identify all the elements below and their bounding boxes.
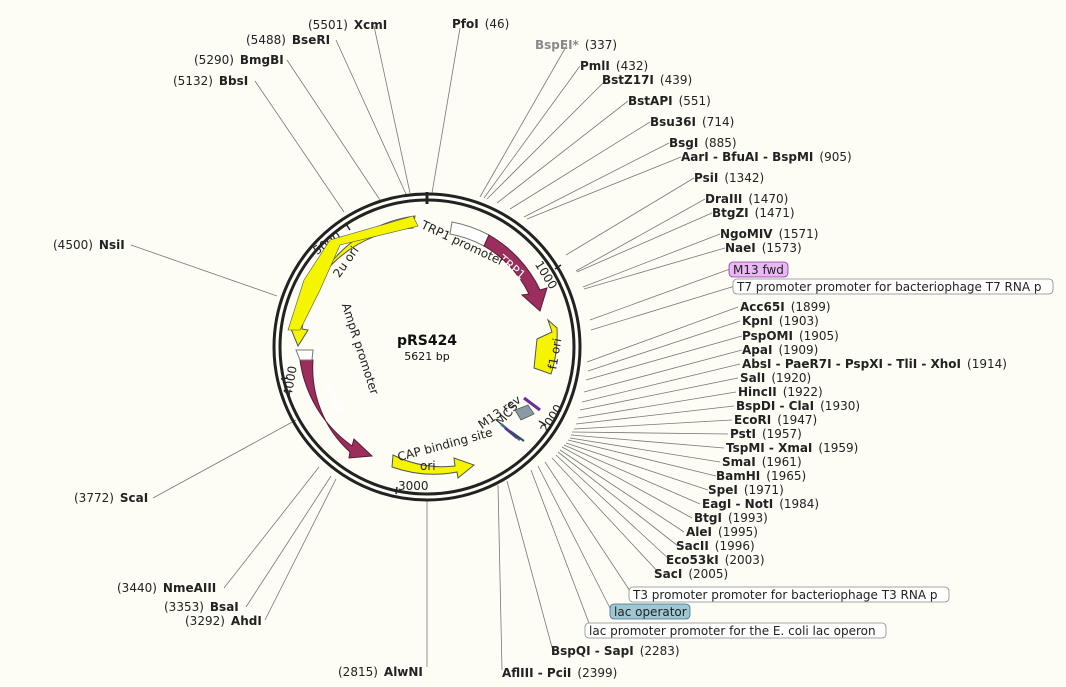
site-bseri[interactable]: (5488)BseRI [246,33,330,47]
site-eagi-noti[interactable]: EagI - NotI(1984) [702,497,819,511]
t7-promoter-box[interactable] [732,278,1054,295]
site-sacii[interactable]: SacII(1996) [676,539,755,553]
site-xcmi[interactable]: (5501)XcmI [308,18,387,32]
site-apai[interactable]: ApaI(1909) [742,343,818,357]
site-bspei[interactable]: BspEI*(337) [535,38,617,52]
site-bamhi[interactable]: BamHI(1965) [716,469,806,483]
lac-promoter-box[interactable] [584,622,887,639]
site-kpni[interactable]: KpnI(1903) [742,314,819,328]
site-saci[interactable]: SacI(2005) [654,567,728,581]
ori-feature[interactable] [391,454,476,479]
ampr-feature[interactable] [299,359,374,459]
site-aari-bfuai-bspmi[interactable]: AarI - BfuAI - BspMI(905) [681,150,852,164]
site-pfoi[interactable]: PfoI(46) [452,17,509,31]
site-pmli[interactable]: PmlI(432) [580,59,648,73]
site-bmgbi[interactable]: (5290)BmgBI [194,53,284,67]
site-eco53ki[interactable]: Eco53kI(2003) [666,553,765,567]
m13-fwd-feature[interactable] [523,396,541,412]
ampr-promoter-label: AmpR promoter [339,301,382,396]
site-btgi[interactable]: BtgI(1993) [694,511,768,525]
site-bsai[interactable]: (3353)BsaI [164,600,239,614]
site-bsgi[interactable]: BsgI(885) [669,136,737,150]
tick-4000: 4000 [281,365,300,398]
f1-ori-feature[interactable] [533,318,558,375]
site-smai[interactable]: SmaI(1961) [722,455,802,469]
site-bbsi[interactable]: (5132)BbsI [173,74,248,88]
site-bsu36i[interactable]: Bsu36I(714) [650,115,734,129]
site-bstapi[interactable]: BstAPI(551) [628,94,711,108]
t3-promoter-label: T3 promoter promoter for bacteriophage T… [632,588,937,602]
site-naei[interactable]: NaeI(1573) [725,241,802,255]
m13-fwd-label: M13 fwd [733,263,784,277]
site-alwni[interactable]: (2815)AlwNI [338,665,423,679]
site-spei[interactable]: SpeI(1971) [708,483,784,497]
site-ecori[interactable]: EcoRI(1947) [734,413,817,427]
site-absi-xhoi[interactable]: AbsI - PaeR7I - PspXI - TliI - XhoI(1914… [742,357,1007,371]
site-alei[interactable]: AleI(1995) [686,525,758,539]
site-nmeaiii[interactable]: (3440)NmeAIII [117,581,216,595]
site-acc65i[interactable]: Acc65I(1899) [740,300,831,314]
lac-operator-box[interactable] [609,603,691,620]
site-hincii[interactable]: HincII(1922) [738,385,823,399]
site-bspqi-sapi[interactable]: BspQI - SapI(2283) [551,644,680,658]
site-pspomi[interactable]: PspOMI(1905) [742,329,839,343]
t7-promoter-label: T7 promoter promoter for bacteriophage T… [736,280,1041,294]
site-btgzi[interactable]: BtgZI(1471) [712,206,795,220]
lac-promoter-label: lac promoter promoter for the E. coli la… [589,624,876,638]
site-draiii[interactable]: DraIII(1470) [705,192,788,206]
plasmid-name: pRS424 [397,333,457,349]
site-sali[interactable]: SalI(1920) [740,371,811,385]
site-ngomiv[interactable]: NgoMIV(1571) [720,227,818,241]
m13-rev-feature[interactable] [504,427,518,439]
right-site-labels: PfoI(46) BspEI*(337) PmlI(432) BstZ17I(4… [452,17,1054,680]
site-bstz17i[interactable]: BstZ17I(439) [602,73,692,87]
trp1-feature[interactable] [483,234,548,312]
t3-promoter-box[interactable] [628,586,950,603]
plasmid-ring [272,192,582,502]
cap-binding-site-label: CAP binding site [396,425,494,464]
plasmid-size: 5621 bp [404,350,449,363]
lac-operator-label: lac operator [614,605,687,619]
site-tspmi-xmai[interactable]: TspMI - XmaI(1959) [726,441,858,455]
site-bspdi-clai[interactable]: BspDI - ClaI(1930) [736,399,860,413]
site-nsii[interactable]: (4500)NsiI [53,238,125,252]
ori-label: ori [420,459,436,473]
site-psii[interactable]: PsiI(1342) [694,171,764,185]
site-afliii-pcii[interactable]: AflIII - PciI(2399) [502,666,617,680]
site-psti[interactable]: PstI(1957) [730,427,802,441]
site-scai[interactable]: (3772)ScaI [74,491,148,505]
site-ahdi[interactable]: (3292)AhdI [185,614,262,628]
left-site-labels: (5501)XcmI (5488)BseRI (5290)BmgBI (5132… [53,18,423,679]
ampr-label: AmpR [320,378,349,416]
mcs-feature[interactable] [514,404,535,421]
leader-lines [130,25,743,671]
f1-ori-label: f1 ori [545,337,564,370]
tick-3000: 3000 [398,479,429,493]
m13-fwd-box[interactable] [728,261,789,278]
ampr-promoter-feature[interactable] [295,349,314,361]
